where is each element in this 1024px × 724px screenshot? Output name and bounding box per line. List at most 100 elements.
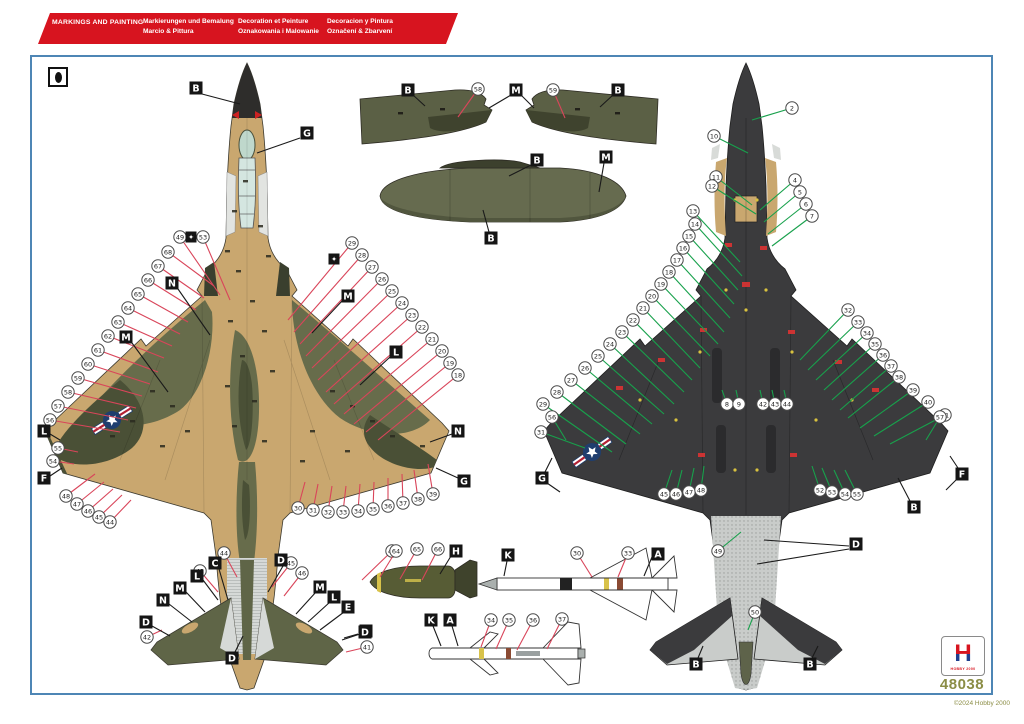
svg-text:18: 18 [454,371,462,379]
stencil-callout [626,313,640,327]
svg-text:24: 24 [606,340,614,348]
svg-text:39: 39 [909,386,917,394]
svg-text:25: 25 [388,287,396,295]
stencil-callout [151,259,165,273]
stencil-callout [321,505,335,519]
stencil-callout [694,483,708,497]
stencil-callout [825,485,839,499]
stencil-callout [111,315,125,329]
stencil-callout [101,329,115,343]
copyright-text: ©2024 Hobby 2000 [953,700,1010,707]
svg-text:45: 45 [287,559,295,567]
option-1-marker [48,67,68,87]
svg-text:38: 38 [895,373,903,381]
label-M: M [488,83,535,109]
svg-text:32: 32 [324,508,332,516]
stencil-callout [570,546,584,560]
svg-text:L: L [393,347,399,358]
svg-text:31: 31 [309,506,317,514]
svg-text:36: 36 [879,351,887,359]
svg-text:37: 37 [399,499,407,507]
stencil-callout [81,504,95,518]
label-H: H [439,544,463,575]
stencil-callout [707,129,721,143]
svg-text:62: 62 [104,332,112,340]
svg-text:21: 21 [428,335,436,343]
svg-text:63: 63 [114,318,122,326]
radome-chevron-right [255,111,262,119]
shrike-missile-side-view [428,621,586,686]
svg-text:49: 49 [714,547,722,555]
label-B: B [189,81,241,105]
svg-text:47: 47 [685,488,693,496]
label-L: L [190,569,219,601]
svg-text:8: 8 [725,400,729,408]
svg-text:A: A [446,615,454,626]
canopy [238,129,256,229]
svg-text:38: 38 [414,495,422,503]
svg-text:27: 27 [368,263,376,271]
svg-text:✦: ✦ [331,256,337,264]
svg-text:M: M [343,291,352,302]
stencil-callout [670,253,684,267]
svg-text:A: A [654,549,662,560]
label-M: M [311,289,355,334]
svg-text:N: N [168,278,176,289]
svg-text:33: 33 [854,318,862,326]
stencil-callout [51,441,65,455]
stencil-callout [705,179,719,193]
stencil-callout [688,217,702,231]
stencil-callout [131,287,145,301]
stencil-callout [686,204,700,218]
label-N: N [156,593,193,623]
stencil-callout [484,613,498,627]
svg-text:44: 44 [783,400,791,408]
svg-text:B: B [192,83,199,94]
svg-text:B: B [533,155,540,166]
stencil-callout [415,320,429,334]
svg-text:7: 7 [810,212,814,220]
svg-text:27: 27 [567,376,575,384]
svg-text:64: 64 [124,304,132,312]
label-M: M [598,150,613,193]
stencil-callout [351,504,365,518]
label-F: F [37,467,63,485]
svg-text:36: 36 [529,616,537,624]
stencil-callout [536,397,550,411]
stencil-callout [61,385,75,399]
svg-text:N: N [454,426,462,437]
stencil-callout [426,487,440,501]
stencil-callout [336,505,350,519]
stencil-callout [555,612,569,626]
stencil-callout [564,373,578,387]
svg-text:48: 48 [697,486,705,494]
stencil-callout [502,613,516,627]
svg-text:B: B [404,85,411,96]
svg-text:64: 64 [392,547,400,555]
svg-text:31: 31 [537,428,545,436]
svg-text:13: 13 [689,207,697,215]
svg-text:45: 45 [660,490,668,498]
svg-text:12: 12 [708,182,716,190]
stencil-callout [345,236,359,250]
label-D: D [343,625,372,639]
svg-text:29: 29 [348,239,356,247]
svg-text:24: 24 [398,299,406,307]
hobby2000-logo: H HOBBY 2000 [941,636,985,676]
stencil-callout [396,496,410,510]
label-G: G [256,126,314,154]
svg-text:21: 21 [639,304,647,312]
stencil-callout [921,395,935,409]
svg-text:✦: ✦ [188,234,194,242]
svg-text:M: M [121,332,130,343]
stencil-callout [636,301,650,315]
svg-text:34: 34 [487,616,495,624]
stencil-callout [71,371,85,385]
svg-text:33: 33 [624,549,632,557]
svg-text:D: D [277,555,285,566]
